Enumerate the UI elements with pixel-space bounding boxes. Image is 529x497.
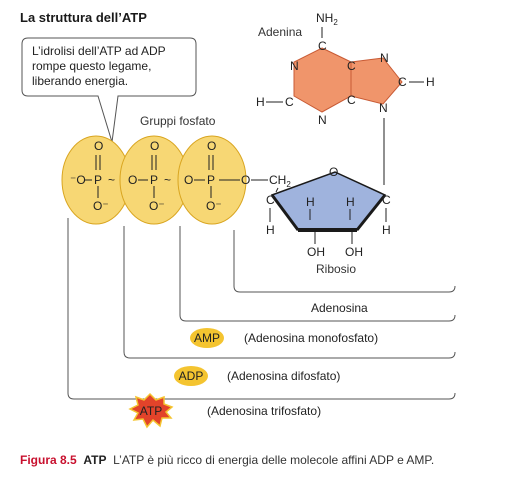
atom-o-top-1: O <box>94 139 103 153</box>
ribose-h-right-inner: H <box>346 195 355 209</box>
phosphate-groups <box>61 135 247 225</box>
amp-badge-text: AMP <box>194 331 220 345</box>
ribose-oh-right: OH <box>345 245 363 259</box>
figure-text: L’ATP è più ricco di energia delle molec… <box>113 453 435 467</box>
adenine-c-top: C <box>318 39 327 53</box>
figure-number: Figura 8.5 <box>20 453 77 467</box>
ribose-label: Ribosio <box>316 262 356 276</box>
amp-description: (Adenosina monofosfato) <box>244 331 378 345</box>
ribose: CH2 O C C H H H H OH OH Ribosio <box>266 118 391 276</box>
high-energy-bond-1: ~ <box>108 173 115 187</box>
atom-p-2: P <box>150 173 158 187</box>
callout-line-2: rompe questo legame, <box>32 59 151 73</box>
adenine-label: Adenina <box>258 25 302 39</box>
adp-badge-text: ADP <box>179 369 204 383</box>
adenine-c-mid-2: C <box>347 93 356 107</box>
phosphate-groups-label: Gruppi fosfato <box>140 114 216 128</box>
adenine-n-right-bottom: N <box>379 101 388 115</box>
adenine-n-left: N <box>290 59 299 73</box>
adenine-six-ring <box>293 47 352 113</box>
adp-row: ADP (Adenosina difosfato) <box>174 366 340 386</box>
bracket-adenosina <box>233 230 456 293</box>
adenine-c-mid-1: C <box>347 59 356 73</box>
ribose-c-right: C <box>382 193 391 207</box>
adenine-c-far-right: C <box>398 75 407 89</box>
callout-line-3: liberando energia. <box>32 74 128 88</box>
phosphate-ellipse-3 <box>177 135 247 225</box>
adenine-nh2: NH2 <box>316 11 338 27</box>
atp-description: (Adenosina trifosfato) <box>207 404 321 418</box>
atp-burst <box>128 392 174 429</box>
atp-row: ATP (Adenosina trifosfato) <box>128 392 321 429</box>
adenine-n-bottom: N <box>318 113 327 127</box>
atom-o-bottom-3: O⁻ <box>206 199 222 213</box>
adenine-h-left: H <box>256 95 265 109</box>
atom-o-bottom-2: O⁻ <box>149 199 165 213</box>
bracket-adp <box>123 226 456 359</box>
bracket-amp <box>179 226 456 322</box>
bracket-atp <box>67 218 456 400</box>
adenine-five-ring <box>350 57 403 105</box>
brackets <box>67 218 456 400</box>
adenine-h-far-right: H <box>426 75 435 89</box>
ribose-ring-o: O <box>329 165 338 179</box>
phosphate-atoms: ⁻O P O O⁻ ~ O P O O⁻ ~ O P O O⁻ O <box>70 139 268 213</box>
adenine: Adenina NH2 C N C N C H H C C N N <box>256 11 435 127</box>
atom-o-bridge-1: O <box>128 173 137 187</box>
diagram-title: La struttura dell’ATP <box>20 10 147 25</box>
atp-badge-text: ATP <box>140 404 162 418</box>
atom-o-minus-left: ⁻O <box>70 173 86 187</box>
ribose-h-left-outer: H <box>266 223 275 237</box>
adp-description: (Adenosina difosfato) <box>227 369 340 383</box>
ribose-ch2: CH2 <box>269 173 291 189</box>
adenosina-label: Adenosina <box>311 301 368 315</box>
figure-title: ATP <box>83 453 107 467</box>
atom-p-1: P <box>94 173 102 187</box>
atom-o-bottom-1: O⁻ <box>93 199 109 213</box>
atom-o-top-2: O <box>150 139 159 153</box>
atom-o-top-3: O <box>207 139 216 153</box>
amp-row: AMP (Adenosina monofosfato) <box>190 328 378 348</box>
figure-caption: Figura 8.5 ATP L’ATP è più ricco di ener… <box>20 453 510 468</box>
adenine-n-right-top: N <box>380 51 389 65</box>
atom-p-3: P <box>207 173 215 187</box>
ribose-oh-left: OH <box>307 245 325 259</box>
ribose-c-left: C <box>266 193 275 207</box>
high-energy-bond-2: ~ <box>164 173 171 187</box>
ribose-h-right-outer: H <box>382 223 391 237</box>
atom-o-ester: O <box>241 173 250 187</box>
callout-line-1: L’idrolisi dell’ATP ad ADP <box>32 44 166 58</box>
adp-badge <box>174 366 208 386</box>
amp-badge <box>190 328 224 348</box>
adenine-c-left: C <box>285 95 294 109</box>
ribose-h-left-inner: H <box>306 195 315 209</box>
hydrolysis-callout: L’idrolisi dell’ATP ad ADP rompe questo … <box>21 37 197 143</box>
atom-o-bridge-2: O <box>184 173 193 187</box>
